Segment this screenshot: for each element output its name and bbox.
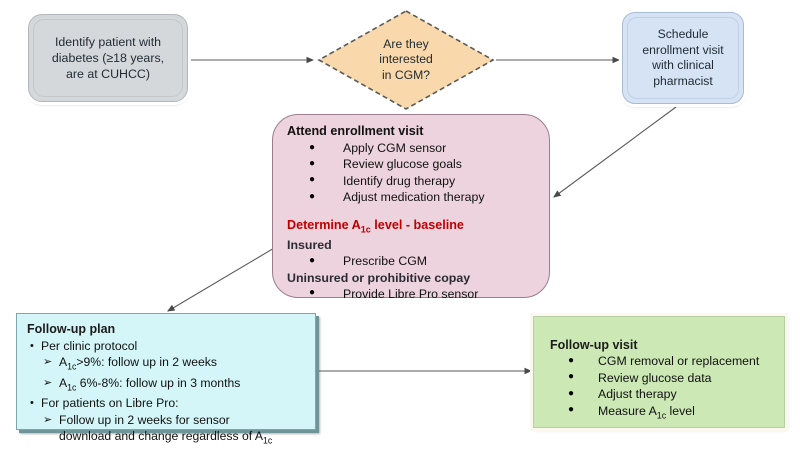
- attend-bullet-list: Apply CGM sensor Review glucose goals Id…: [309, 139, 539, 206]
- identify-line-2: diabetes (≥18 years,: [51, 51, 165, 65]
- list-item: Adjust medication therapy: [309, 189, 539, 206]
- list-item: Identify drug therapy: [309, 172, 539, 189]
- schedule-line-3: with clinical: [652, 58, 714, 72]
- list-item: Provide Libre Pro sensor: [309, 285, 539, 302]
- schedule-line-1: Schedule: [657, 27, 709, 41]
- list-item: Prescribe CGM: [309, 253, 539, 270]
- plan-bullet-libre-pro: For patients on Libre Pro:: [27, 395, 309, 411]
- node-follow-up-plan[interactable]: Follow-up plan Per clinic protocol A1c>9…: [16, 313, 316, 445]
- measure-a1c-pre: Measure A: [598, 403, 657, 418]
- edge-schedule-to-attend: [553, 106, 677, 198]
- schedule-line-4: pharmacist: [653, 73, 713, 88]
- attend-uninsured-label: Uninsured or prohibitive copay: [287, 270, 471, 285]
- measure-a1c-post: level: [666, 403, 695, 418]
- list-item: Measure A1c level: [568, 402, 778, 424]
- node-attend-enrollment-visit[interactable]: Attend enrollment visit Apply CGM sensor…: [272, 114, 550, 302]
- list-item: Adjust therapy: [568, 386, 778, 403]
- measure-a1c-subscript: 1c: [656, 409, 667, 420]
- schedule-line-2: enrollment visit: [642, 42, 724, 57]
- visit-heading: Follow-up visit: [550, 338, 638, 352]
- node-identify-patient-label: Identify patient with diabetes (≥18 year…: [44, 34, 172, 82]
- a1c-post: >9%: follow up in 2 weeks: [76, 355, 217, 370]
- attend-uninsured-list: Provide Libre Pro sensor: [309, 285, 539, 302]
- determine-a1c-subscript: 1c: [360, 224, 371, 235]
- node-schedule-enrollment-visit[interactable]: Schedule enrollment visit with clinical …: [622, 12, 744, 104]
- node-identify-patient[interactable]: Identify patient with diabetes (≥18 year…: [28, 14, 188, 102]
- a1c-post: 6%-8%: follow up in 3 months: [76, 375, 241, 390]
- list-item: Review glucose goals: [309, 156, 539, 173]
- a1c-subscript: 1c: [262, 435, 273, 446]
- attend-insured-list: Prescribe CGM: [309, 253, 539, 270]
- attend-determine-a1c-heading: Determine A1c level - baseline: [287, 217, 539, 238]
- a1c-pre: download and change regardless of A: [59, 428, 263, 443]
- plan-subbullet-libre-followup: Follow up in 2 weeks for sensor: [27, 412, 309, 428]
- plan-bullet-per-clinic-protocol: Per clinic protocol: [27, 337, 309, 354]
- decision-line-2: interested: [379, 52, 433, 67]
- a1c-pre: A: [59, 375, 68, 390]
- list-item: Review glucose data: [568, 369, 778, 387]
- determine-a1c-pre: Determine A: [287, 217, 361, 232]
- list-item: Apply CGM sensor: [309, 139, 539, 156]
- diamond-shape: [317, 10, 495, 110]
- node-decision-interested-in-cgm[interactable]: Are they interested in CGM?: [316, 8, 496, 112]
- node-decision-label: Are they interested in CGM?: [316, 8, 496, 112]
- a1c-subscript: 1c: [67, 382, 77, 393]
- decision-line-1: Are they: [383, 36, 429, 51]
- decision-line-3: in CGM?: [381, 67, 431, 82]
- determine-a1c-post: level - baseline: [370, 217, 464, 232]
- attend-insured-label: Insured: [287, 238, 332, 253]
- plan-subbullet-a1c-above-9: A1c>9%: follow up in 2 weeks: [27, 354, 309, 375]
- a1c-pre: A: [59, 355, 68, 370]
- identify-line-3: are at CUHCC): [66, 67, 150, 81]
- node-follow-up-visit[interactable]: Follow-up visit CGM removal or replaceme…: [533, 316, 785, 428]
- plan-heading: Follow-up plan: [27, 322, 116, 336]
- identify-line-1: Identify patient with: [54, 35, 162, 49]
- edge-attend-to-plan: [167, 240, 287, 312]
- visit-bullet-list: CGM removal or replacement Review glucos…: [568, 353, 778, 423]
- plan-subbullet-a1c-6-to-8: A1c 6%-8%: follow up in 3 months: [27, 375, 309, 396]
- attend-heading: Attend enrollment visit: [287, 124, 424, 138]
- list-item: CGM removal or replacement: [568, 353, 778, 370]
- node-schedule-label: Schedule enrollment visit with clinical …: [636, 27, 729, 89]
- a1c-subscript: 1c: [67, 361, 77, 372]
- plan-subbullet-libre-followup-cont: download and change regardless of A1c: [27, 428, 309, 449]
